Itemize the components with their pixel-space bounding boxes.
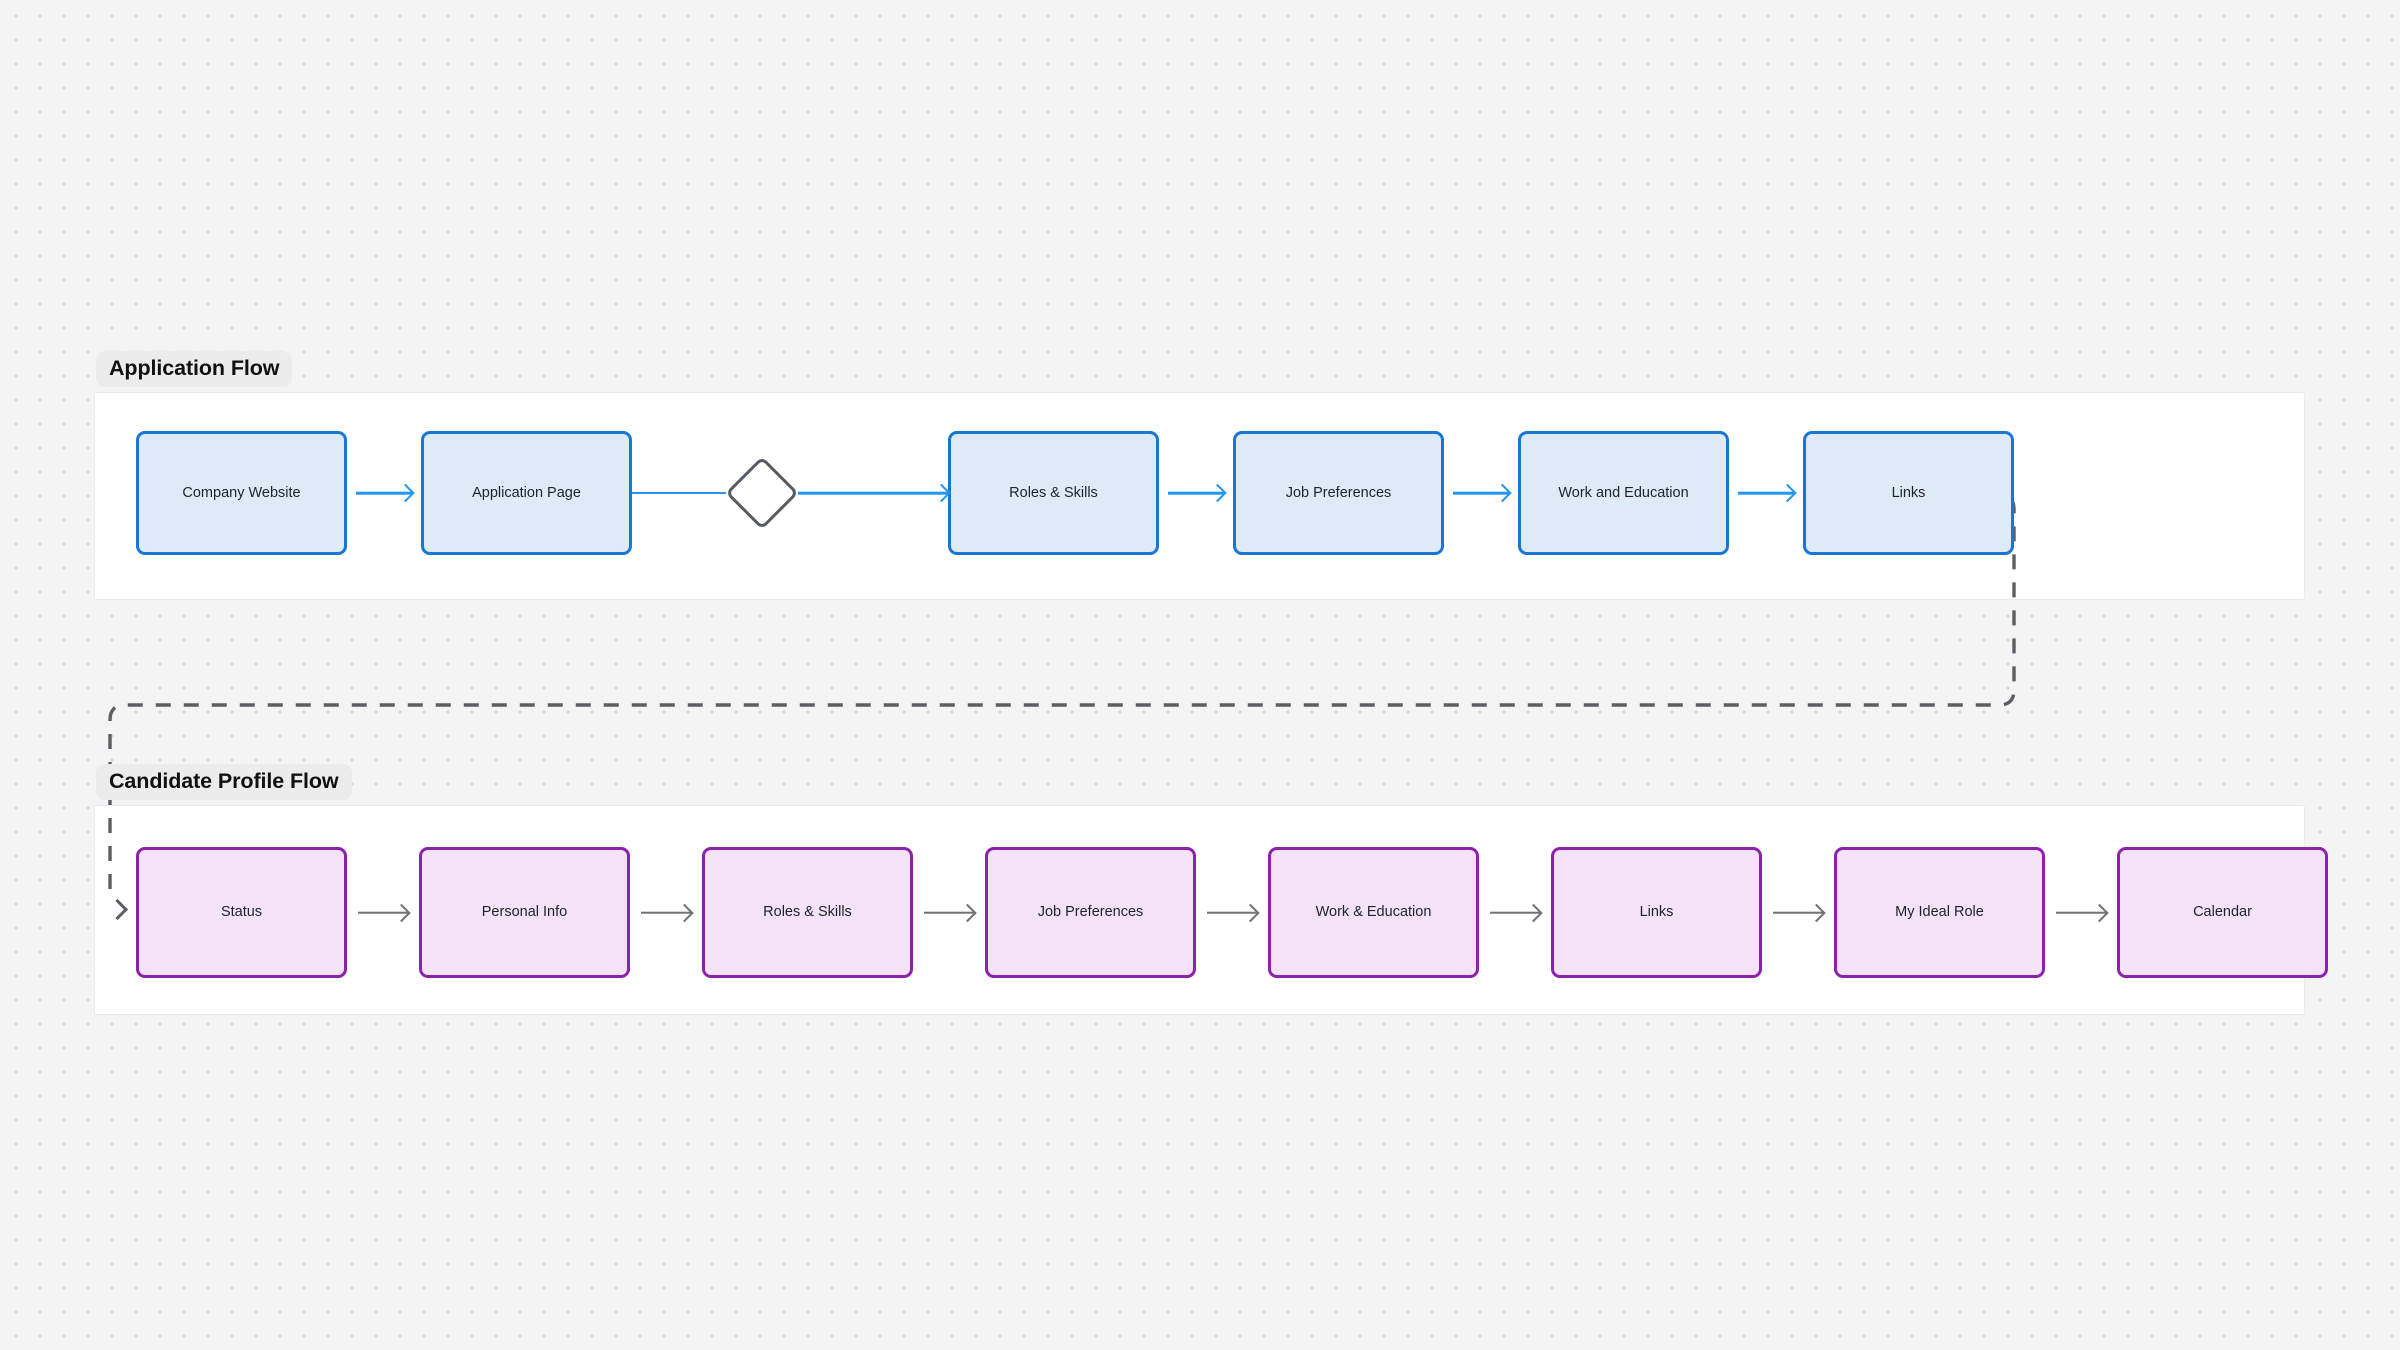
node-label: Job Preferences (1037, 904, 1144, 921)
connector-application-page-to-decision (632, 491, 726, 495)
node-label: Links (1639, 904, 1674, 921)
node-work-and-education[interactable]: Work and Education (1518, 431, 1729, 555)
node-links-application[interactable]: Links (1803, 431, 2014, 555)
node-label: My Ideal Role (1895, 904, 1984, 921)
node-roles-skills[interactable]: Roles & Skills (948, 431, 1159, 555)
connector-job-preferences-to-work-education (1207, 902, 1260, 924)
node-status[interactable]: Status (136, 847, 347, 978)
connector-personal-info-to-roles-skills (641, 902, 694, 924)
node-roles-skills-profile[interactable]: Roles & Skills (702, 847, 913, 978)
node-label: Links (1891, 484, 1926, 501)
node-label: Calendar (2193, 904, 2252, 921)
node-job-preferences[interactable]: Job Preferences (1233, 431, 1444, 555)
connector-roles-skills-to-job-preferences (1168, 482, 1227, 504)
node-label: Application Page (472, 484, 581, 501)
connector-decision-to-roles-skills (798, 482, 951, 504)
connector-my-ideal-role-to-calendar (2056, 902, 2109, 924)
diamond-shape (725, 456, 799, 530)
node-label: Roles & Skills (763, 904, 852, 921)
connector-roles-skills-to-job-preferences-profile (924, 902, 977, 924)
connector-work-and-education-to-links (1738, 482, 1797, 504)
node-personal-info[interactable]: Personal Info (419, 847, 630, 978)
candidate-profile-flow-row: Status Personal Info Roles & Skills Job … (136, 845, 2328, 980)
node-label: Status (220, 904, 263, 921)
node-label: Job Preferences (1285, 484, 1392, 501)
node-label: Roles & Skills (1009, 484, 1098, 501)
connector-links-to-my-ideal-role (1773, 902, 1826, 924)
node-label: Personal Info (481, 904, 568, 921)
connector-job-preferences-to-work-and-education (1453, 482, 1512, 504)
node-work-education[interactable]: Work & Education (1268, 847, 1479, 978)
group-label-candidate-profile-flow: Candidate Profile Flow (96, 764, 352, 800)
node-decision-diamond[interactable] (725, 456, 799, 530)
connector-company-website-to-application-page (356, 482, 415, 504)
connector-status-to-personal-info (358, 902, 411, 924)
node-calendar[interactable]: Calendar (2117, 847, 2328, 978)
node-job-preferences-profile[interactable]: Job Preferences (985, 847, 1196, 978)
group-label-application-flow: Application Flow (96, 351, 293, 387)
application-flow-row: Company Website Application Page Roles &… (136, 428, 2014, 558)
node-label: Work & Education (1315, 904, 1432, 921)
node-company-website[interactable]: Company Website (136, 431, 347, 555)
node-label: Work and Education (1558, 484, 1689, 501)
node-links-profile[interactable]: Links (1551, 847, 1762, 978)
node-label: Company Website (182, 484, 301, 501)
node-application-page[interactable]: Application Page (421, 431, 632, 555)
node-my-ideal-role[interactable]: My Ideal Role (1834, 847, 2045, 978)
connector-work-education-to-links (1490, 902, 1543, 924)
